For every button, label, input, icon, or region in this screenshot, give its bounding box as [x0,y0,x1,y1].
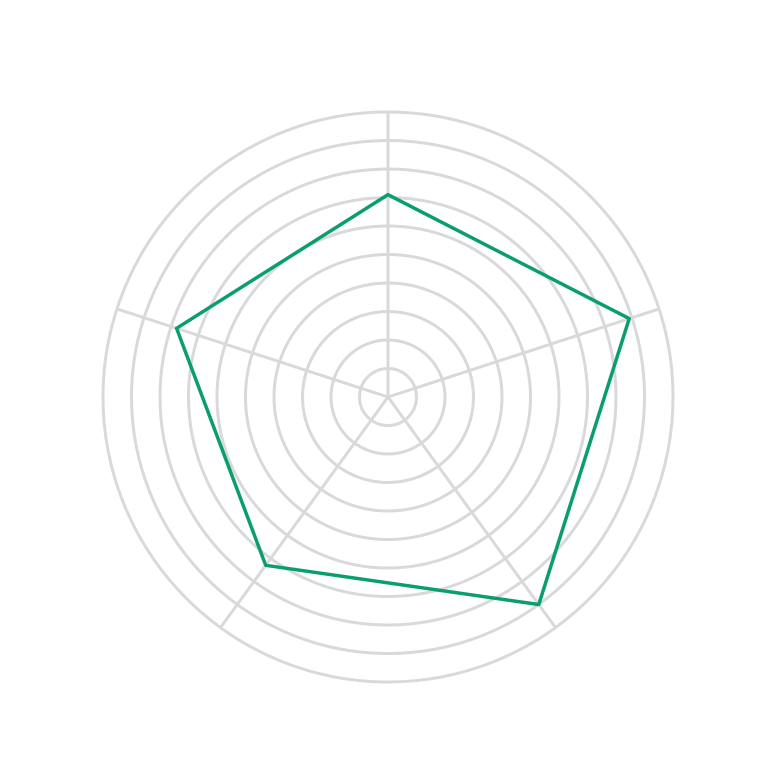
axis-spoke [387,307,660,399]
axis-spoke [386,396,557,629]
series-polygon [174,192,631,607]
axis-spoke [219,396,390,629]
axis-spoke [116,307,389,399]
